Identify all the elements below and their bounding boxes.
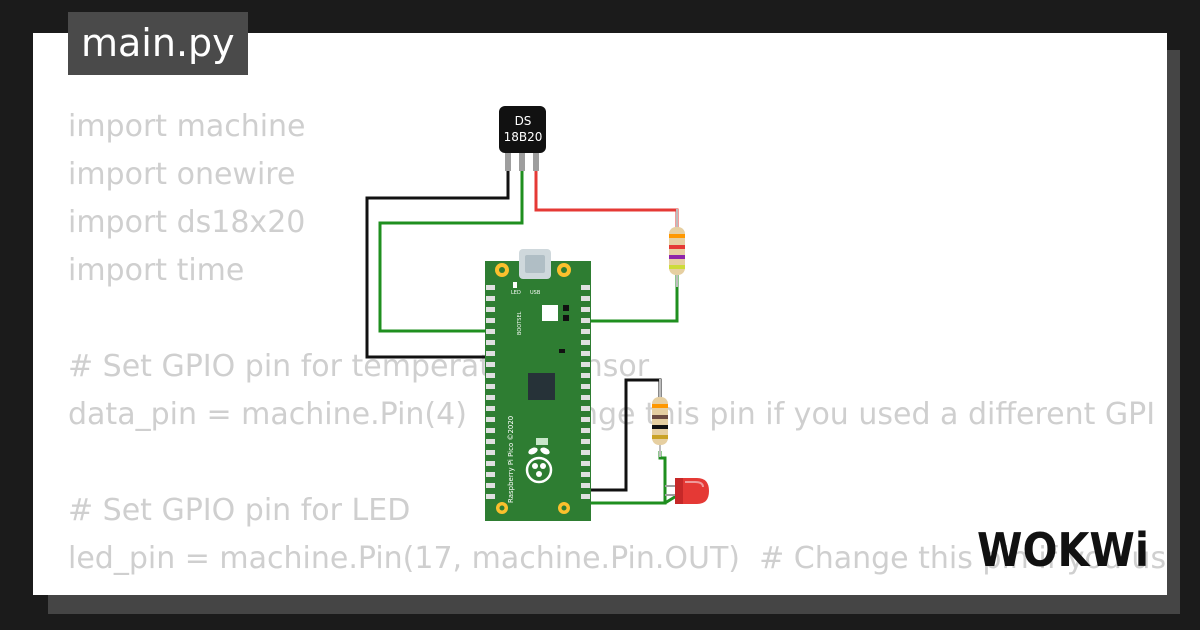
wokwi-logo: WOKWi (977, 523, 1149, 577)
bootsel-label: BOOTSEL (517, 311, 523, 335)
preview-card: import machine import onewire import ds18x… (33, 33, 1167, 595)
sensor-label-line1: DS (515, 114, 532, 128)
sensor-label-line2: 18B20 (504, 130, 543, 144)
raspberry-pi-logo (525, 447, 553, 484)
board-led-label: LED (511, 290, 521, 296)
board-usb-label: USB (530, 290, 541, 296)
wire-green-vcc (378, 170, 524, 333)
circuit-diagram: DS 18B20 (365, 106, 709, 521)
wire-green-pullup (581, 275, 679, 323)
code-line-10: led_pin = machine.Pin(17, machine.Pin.OU… (68, 541, 1167, 576)
code-line-3: import ds18x20 (68, 205, 306, 240)
bootsel-button[interactable] (542, 305, 558, 321)
wokwi-wordmark: WOKWi (977, 523, 1149, 577)
code-line-4: import time (68, 253, 245, 288)
wire-red-pullup (534, 170, 679, 233)
wire-black-data (365, 170, 510, 359)
ds18b20-sensor[interactable]: DS 18B20 (499, 106, 546, 171)
file-tab[interactable]: main.py (68, 12, 248, 75)
board-branding: Raspberry Pi Pico ©2020 (507, 416, 515, 503)
code-line-2: import onewire (68, 157, 296, 192)
wire-black-gnd (581, 378, 662, 492)
resistor-pullup[interactable] (669, 209, 685, 287)
raspberry-pi-pico[interactable]: LED USB BOOTSEL Raspberry Pi Pico ©2020 (485, 249, 591, 521)
code-line-9: # Set GPIO pin for LED (68, 493, 411, 528)
resistor-led[interactable] (652, 379, 668, 457)
wire-green-led (581, 451, 667, 505)
led-red[interactable] (665, 478, 709, 504)
code-line-1: import machine (68, 109, 306, 144)
